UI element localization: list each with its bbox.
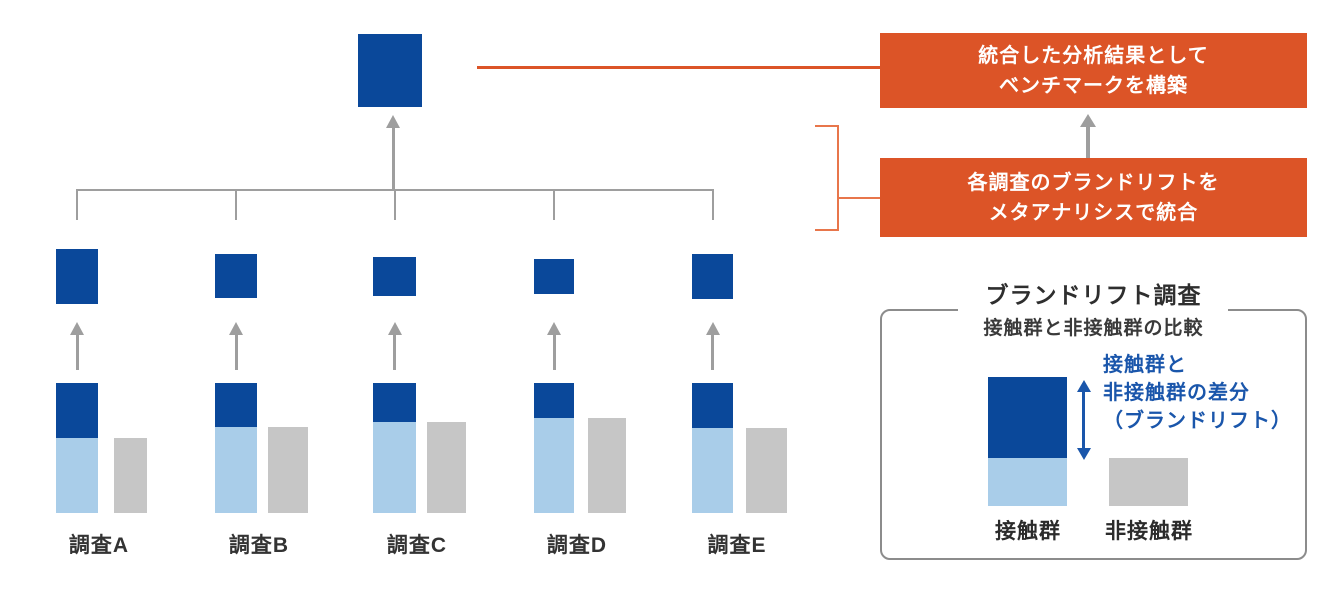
survey-lift-square — [215, 254, 257, 298]
tree-up-arrow-icon — [386, 115, 400, 128]
up-arrow-shaft — [76, 334, 79, 370]
survey-label: 調査E — [707, 534, 767, 557]
up-arrow-shaft — [711, 334, 714, 370]
survey-lift-square — [692, 254, 733, 299]
up-arrow-icon — [388, 322, 402, 335]
up-arrow-shaft — [235, 334, 238, 370]
legend-annotation-line1: 接触群と — [1103, 354, 1187, 376]
control-bar — [427, 422, 466, 513]
exposed-bar-lift-segment — [215, 383, 257, 427]
up-arrow-icon — [70, 322, 84, 335]
exposed-bar-base-segment — [56, 438, 98, 513]
survey-lift-square — [56, 249, 98, 304]
meta-analysis-box-line2: メタアナリシスで統合 — [988, 201, 1199, 224]
control-bar — [268, 427, 308, 513]
legend-annotation: 接触群と 非接触群の差分 （ブランドリフト） — [1103, 351, 1313, 435]
survey-label: 調査B — [228, 534, 290, 557]
control-bar — [114, 438, 147, 513]
legend-exposed-bar-lift-segment — [988, 377, 1067, 458]
tree-tick — [711, 189, 714, 220]
exposed-bar-lift-segment — [692, 383, 733, 428]
legend-annotation-line2: 非接触群の差分 — [1103, 382, 1250, 404]
exposed-bar-base-segment — [692, 428, 733, 513]
benchmark-connector-line — [477, 66, 880, 69]
tree-up-arrow-shaft — [392, 127, 395, 189]
survey-label: 調査C — [386, 534, 448, 557]
legend-exposed-bar-base-segment — [988, 458, 1067, 506]
double-arrow-icon — [1077, 380, 1091, 392]
up-arrow-icon — [1080, 114, 1096, 127]
benchmark-box: 統合した分析結果として ベンチマークを構築 — [880, 33, 1307, 108]
meta-analysis-box-line1: 各調査のブランドリフトを — [967, 171, 1220, 194]
bracket-connector-line — [837, 197, 880, 199]
benchmark-box-line1: 統合した分析結果として — [978, 44, 1209, 67]
exposed-bar-base-segment — [215, 427, 257, 513]
legend-control-bar — [1109, 458, 1188, 506]
control-bar — [588, 418, 626, 513]
legend-exposed-label: 接触群 — [995, 520, 1061, 543]
exposed-bar-lift-segment — [534, 383, 574, 418]
survey-label: 調査A — [68, 534, 130, 557]
survey-label: 調査D — [546, 534, 608, 557]
double-arrow-shaft — [1082, 391, 1085, 449]
survey-lift-square — [534, 259, 574, 294]
bracket-bottom-tick — [815, 229, 839, 231]
legend-annotation-line3: （ブランドリフト） — [1103, 410, 1292, 432]
legend-border-gap — [958, 307, 1228, 315]
bracket-vertical-line — [837, 125, 839, 231]
benchmark-box-line2: ベンチマークを構築 — [999, 74, 1188, 97]
double-arrow-bottom-icon — [1077, 448, 1091, 460]
legend-subtitle: 接触群と非接触群の比較 — [983, 318, 1204, 339]
tree-tick — [393, 189, 396, 220]
tree-tick — [235, 189, 237, 220]
benchmark-result-square — [358, 34, 422, 107]
exposed-bar-lift-segment — [373, 383, 416, 422]
control-bar — [746, 428, 787, 513]
up-arrow-shaft — [393, 334, 396, 370]
up-arrow-icon — [229, 322, 243, 335]
bracket-top-tick — [815, 125, 839, 127]
tree-tick — [553, 189, 555, 220]
up-arrow-shaft — [553, 334, 556, 370]
meta-analysis-box: 各調査のブランドリフトを メタアナリシスで統合 — [880, 158, 1307, 237]
exposed-bar-lift-segment — [56, 383, 98, 438]
exposed-bar-base-segment — [373, 422, 416, 513]
exposed-bar-base-segment — [534, 418, 574, 513]
up-arrow-icon — [706, 322, 720, 335]
legend-title: ブランドリフト調査 — [985, 282, 1202, 308]
legend-control-label: 非接触群 — [1105, 520, 1193, 543]
up-arrow-icon — [547, 322, 561, 335]
survey-lift-square — [373, 257, 416, 296]
tree-tick — [76, 189, 78, 220]
up-arrow-shaft — [1086, 127, 1090, 158]
